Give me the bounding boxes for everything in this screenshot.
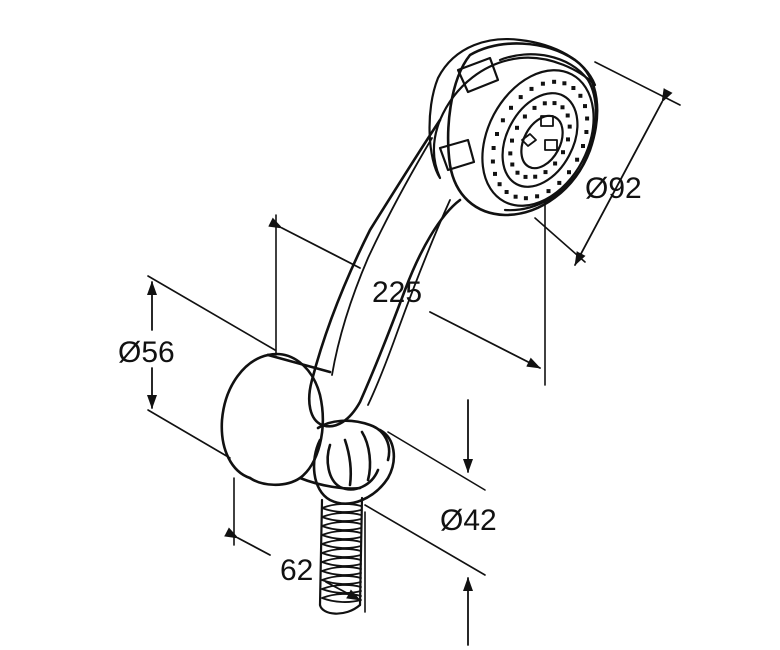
nozzle-dot [584,130,589,134]
nozzle-dot [543,170,548,175]
nozzle-dot [552,79,557,84]
hose-coil [321,503,362,513]
nozzle-dot [523,196,528,201]
nozzle-dot [518,95,523,100]
head-diameter-label: Ø92 [585,172,642,205]
outlet-diameter-label: Ø42 [440,504,497,537]
nozzle-dot [575,157,580,162]
nozzle-dot [513,194,518,199]
nozzle-dot [566,137,570,142]
nozzle-dot [533,174,538,179]
handle [308,118,462,428]
hose-coil [321,566,362,576]
nozzle-dot [493,171,497,176]
nozzle-dot [510,162,515,167]
wall-holder [220,352,396,505]
nozzle-dot [495,132,499,136]
hose-coil [321,584,362,594]
hose-coil [321,575,362,585]
nozzle-dot [552,101,557,106]
nozzle-dot [529,86,534,91]
nozzle-dot [491,146,496,150]
dim-handle-length: 225 [268,199,546,386]
nozzle-dot [583,104,587,109]
nozzle-dot [515,170,520,175]
dim-outlet-diameter: Ø42 [364,399,497,646]
dim-holder-diameter: Ø56 [118,275,276,459]
nozzle-dot [515,125,519,130]
nozzle-dot [522,114,527,119]
nozzle-dot [562,81,567,86]
nozzle-dot [546,189,551,194]
nozzle-dot [567,124,572,129]
hose-coil [321,557,362,567]
nozzle-dot [523,174,528,179]
nozzle-dot [578,93,583,98]
hose-coil [321,521,362,531]
nozzle-dot [535,194,540,199]
nozzle-dot [561,150,565,155]
hose-coil [321,548,362,558]
nozzle-dot [565,113,570,118]
nozzle-dot [510,138,514,143]
nozzle-dot [540,81,545,86]
holder-depth-label: 62 [280,554,313,587]
dim-holder-depth: 62 [224,477,366,613]
nozzle-dot [500,118,505,123]
hose [318,496,364,615]
hose-coil [321,539,362,549]
nozzle-dot [557,180,562,185]
nozzle-dot [542,101,547,106]
hose-coil [321,512,362,522]
dim-head-diameter: Ø92 [534,61,681,266]
nozzle-dot [567,170,571,175]
nozzle-dot [508,151,513,156]
hose-coil [321,530,362,540]
nozzle-dot [581,144,585,148]
nozzle-dot [553,161,558,166]
nozzle-dot [490,159,495,164]
handle-length-label: 225 [372,276,422,309]
nozzle-dot [585,116,590,121]
nozzle-dot [532,105,537,110]
nozzle-dot [497,182,502,187]
nozzle-dot [560,105,565,110]
nozzle-dot [509,105,513,110]
nozzle-dot [571,86,576,90]
nozzle-dot [504,190,509,194]
holder-diameter-label: Ø56 [118,336,175,369]
